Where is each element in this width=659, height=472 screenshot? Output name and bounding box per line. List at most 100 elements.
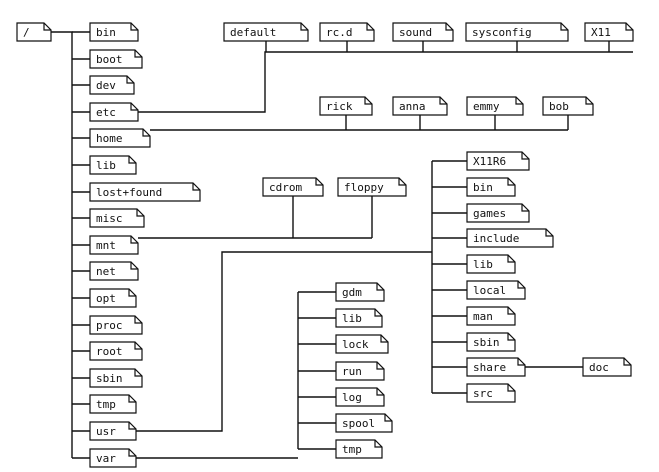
dir-sbin[interactable]: sbin <box>89 368 143 388</box>
folder-corner-fold <box>43 23 51 31</box>
dir-usr-man[interactable]: man <box>466 306 516 326</box>
folder-shape <box>16 22 52 42</box>
folder-label: cdrom <box>269 181 302 194</box>
folder-corner-fold <box>623 358 631 366</box>
folder-shape <box>89 155 137 175</box>
dir-opt[interactable]: opt <box>89 288 137 308</box>
folder-shape <box>335 282 385 302</box>
dir-home-emmy[interactable]: emmy <box>466 96 524 116</box>
dir-etc-sound[interactable]: sound <box>392 22 454 42</box>
dir-var-log[interactable]: log <box>335 387 385 407</box>
dir-var-run[interactable]: run <box>335 361 385 381</box>
dir-home-bob[interactable]: bob <box>542 96 594 116</box>
dir-home-rick[interactable]: rick <box>319 96 373 116</box>
dir-home-anna[interactable]: anna <box>392 96 448 116</box>
dir-usr-share[interactable]: share <box>466 357 526 377</box>
dir-usr-local[interactable]: local <box>466 280 526 300</box>
folder-shape <box>466 228 554 248</box>
folder-corner-fold <box>192 183 200 191</box>
folder-shape <box>89 235 139 255</box>
dir-usr-bin[interactable]: bin <box>466 177 516 197</box>
folder-label: net <box>96 265 116 278</box>
dir-bin[interactable]: bin <box>89 22 139 42</box>
folder-label: root <box>96 345 123 358</box>
dir-share-doc[interactable]: doc <box>582 357 632 377</box>
folder-corner-fold <box>300 23 308 31</box>
folder-corner-fold <box>374 440 382 448</box>
dir-usr-include[interactable]: include <box>466 228 554 248</box>
folder-shape <box>89 341 143 361</box>
folder-label: sbin <box>473 336 500 349</box>
folder-corner-fold <box>366 23 374 31</box>
folder-shape <box>582 357 632 377</box>
folder-shape <box>335 439 383 459</box>
folder-corner-fold <box>398 178 406 186</box>
folder-shape <box>335 387 385 407</box>
dir-boot[interactable]: boot <box>89 49 143 69</box>
dir-etc[interactable]: etc <box>89 102 139 122</box>
dir-home[interactable]: home <box>89 128 151 148</box>
dir-mnt-floppy[interactable]: floppy <box>337 177 407 197</box>
dir-root[interactable]: root <box>89 341 143 361</box>
dir-net[interactable]: net <box>89 261 139 281</box>
folder-corner-fold <box>445 23 453 31</box>
dir-var-lib[interactable]: lib <box>335 308 383 328</box>
folder-corner-fold <box>515 97 523 105</box>
folder-label: sound <box>399 26 432 39</box>
dir-etc-rc-d[interactable]: rc.d <box>319 22 375 42</box>
folder-shape <box>466 357 526 377</box>
folder-shape <box>89 394 137 414</box>
dir-dev[interactable]: dev <box>89 75 135 95</box>
folder-label: boot <box>96 53 123 66</box>
folder-corner-fold <box>585 97 593 105</box>
dir-usr-x11r6[interactable]: X11R6 <box>466 151 530 171</box>
folder-corner-fold <box>128 289 136 297</box>
dir-usr-games[interactable]: games <box>466 203 530 223</box>
folder-label: rc.d <box>326 26 353 39</box>
dir-var-tmp[interactable]: tmp <box>335 439 383 459</box>
dir-lib[interactable]: lib <box>89 155 137 175</box>
dir-etc-x11[interactable]: X11 <box>584 22 634 42</box>
folder-shape <box>89 102 139 122</box>
folder-corner-fold <box>507 333 515 341</box>
folder-label: lib <box>342 312 362 325</box>
dir-mnt-cdrom[interactable]: cdrom <box>262 177 324 197</box>
dir-lost-found[interactable]: lost+found <box>89 182 201 202</box>
dir-var-spool[interactable]: spool <box>335 413 393 433</box>
dir-var[interactable]: var <box>89 448 137 468</box>
folder-label: X11 <box>591 26 611 39</box>
folder-label: run <box>342 365 362 378</box>
folder-corner-fold <box>374 309 382 317</box>
folder-label: etc <box>96 106 116 119</box>
dir-mnt[interactable]: mnt <box>89 235 139 255</box>
dir-usr[interactable]: usr <box>89 421 137 441</box>
dir-misc[interactable]: misc <box>89 208 145 228</box>
folder-corner-fold <box>142 129 150 137</box>
folder-shape <box>89 261 139 281</box>
folder-corner-fold <box>545 229 553 237</box>
dir-etc-sysconfig[interactable]: sysconfig <box>465 22 569 42</box>
folder-corner-fold <box>130 262 138 270</box>
dir-var-lock[interactable]: lock <box>335 334 389 354</box>
dir-proc[interactable]: proc <box>89 315 143 335</box>
folder-corner-fold <box>134 50 142 58</box>
folder-label: rick <box>326 100 353 113</box>
folder-corner-fold <box>376 388 384 396</box>
dir-usr-sbin[interactable]: sbin <box>466 332 516 352</box>
dir-usr-lib[interactable]: lib <box>466 254 516 274</box>
folder-corner-fold <box>134 342 142 350</box>
folder-shape <box>89 182 201 202</box>
dir-etc-default[interactable]: default <box>223 22 309 42</box>
folder-shape <box>466 383 516 403</box>
dir-root[interactable]: / <box>16 22 52 42</box>
folder-label: bob <box>549 100 569 113</box>
folder-corner-fold <box>376 362 384 370</box>
folder-corner-fold <box>560 23 568 31</box>
folder-shape <box>392 96 448 116</box>
folder-label: gdm <box>342 286 362 299</box>
dir-tmp[interactable]: tmp <box>89 394 137 414</box>
dir-usr-src[interactable]: src <box>466 383 516 403</box>
folder-shape <box>466 306 516 326</box>
dir-var-gdm[interactable]: gdm <box>335 282 385 302</box>
